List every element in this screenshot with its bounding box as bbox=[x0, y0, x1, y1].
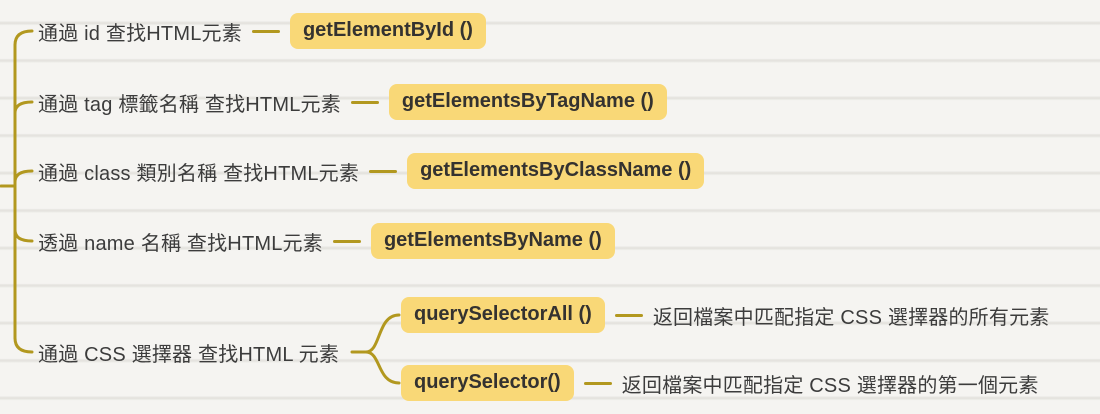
branch-curve-1 bbox=[13, 29, 34, 47]
branch-curve-2 bbox=[13, 100, 34, 115]
branch-label-class[interactable]: 通過 class 類別名稱 查找HTML元素 bbox=[38, 162, 360, 185]
method-node-getelementbyid[interactable]: getElementById () bbox=[289, 13, 486, 49]
branch-row-css-selector: 通過 CSS 選擇器 查找HTML 元素 bbox=[38, 333, 339, 371]
branch-row-name: 透過 name 名稱 查找HTML元素 getElementsByName () bbox=[38, 222, 615, 260]
connector-dash bbox=[369, 169, 398, 173]
leaf-row-queryselector: querySelector() 返回檔案中匹配指定 CSS 選擇器的第一個元素 bbox=[401, 364, 1039, 402]
connector-dash bbox=[350, 100, 379, 104]
description-queryselector[interactable]: 返回檔案中匹配指定 CSS 選擇器的第一個元素 bbox=[621, 374, 1039, 397]
split-curve-lower bbox=[364, 350, 401, 385]
branch-row-class: 通過 class 類別名稱 查找HTML元素 getElementsByClas… bbox=[38, 152, 705, 190]
branch-label-id[interactable]: 通過 id 查找HTML元素 bbox=[38, 22, 242, 45]
method-node-queryselector[interactable]: querySelector() bbox=[401, 365, 574, 401]
connector-dash bbox=[332, 239, 361, 243]
branch-label-css-selector[interactable]: 通過 CSS 選擇器 查找HTML 元素 bbox=[38, 343, 340, 366]
branch-label-name[interactable]: 透過 name 名稱 查找HTML元素 bbox=[38, 232, 323, 255]
description-queryselectorall[interactable]: 返回檔案中匹配指定 CSS 選擇器的所有元素 bbox=[652, 306, 1050, 329]
split-curve-upper bbox=[364, 313, 401, 354]
branch-curve-4 bbox=[13, 228, 34, 243]
branch-row-id: 通過 id 查找HTML元素 getElementById () bbox=[38, 12, 486, 50]
connector-dash bbox=[583, 381, 612, 385]
branch-label-tag[interactable]: 通過 tag 標籤名稱 查找HTML元素 bbox=[38, 93, 341, 116]
leaf-row-queryselectorall: querySelectorAll () 返回檔案中匹配指定 CSS 選擇器的所有… bbox=[401, 296, 1049, 334]
method-node-getelementsbyname[interactable]: getElementsByName () bbox=[370, 223, 615, 259]
branch-curve-3 bbox=[13, 169, 34, 184]
branch-row-tag: 通過 tag 標籤名稱 查找HTML元素 getElementsByTagNam… bbox=[38, 83, 667, 121]
branch-curve-5 bbox=[13, 336, 34, 354]
method-node-getelementsbyclassname[interactable]: getElementsByClassName () bbox=[407, 153, 705, 189]
method-node-getelementsbytagname[interactable]: getElementsByTagName () bbox=[388, 84, 667, 120]
method-node-queryselectorall[interactable]: querySelectorAll () bbox=[401, 297, 605, 333]
connector-dash bbox=[251, 29, 280, 33]
connector-dash bbox=[614, 313, 643, 317]
